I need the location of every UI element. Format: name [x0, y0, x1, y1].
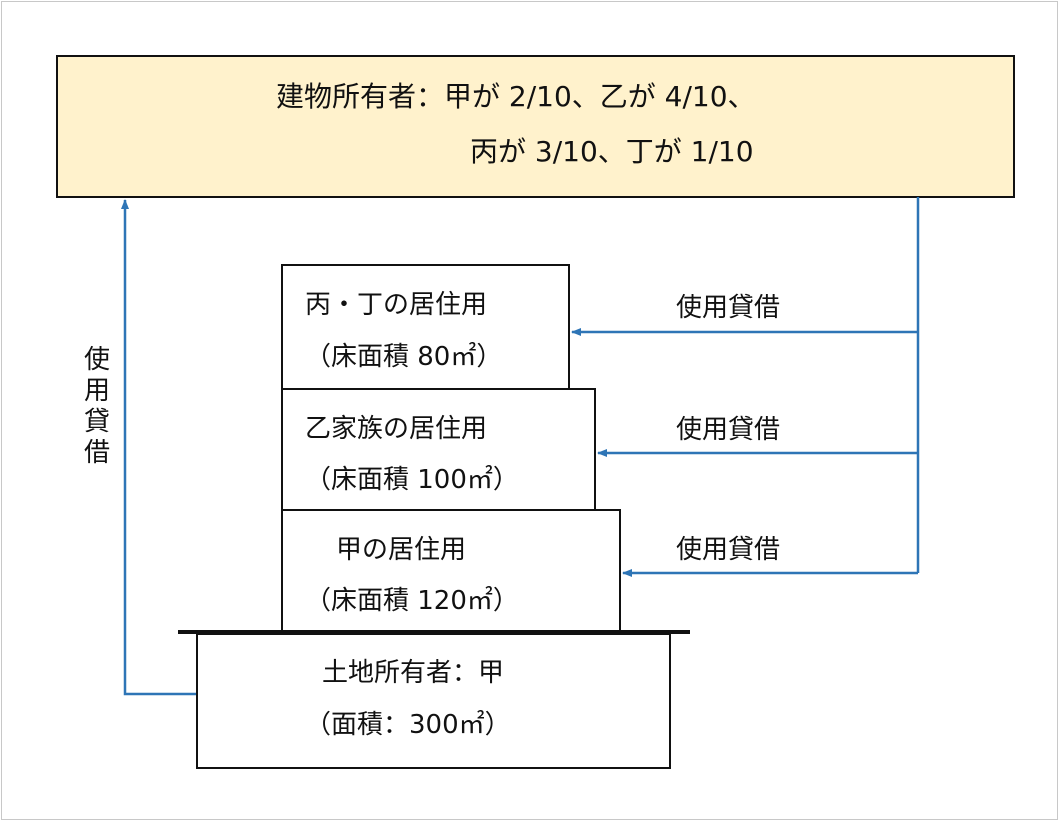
land-owner: 土地所有者：甲 [322, 658, 505, 688]
floor-title: 丙・丁の居住用 [305, 290, 488, 320]
building-owner-line2: 丙が 3/10、丁が 1/10 [470, 135, 754, 168]
floor-box-kou [281, 509, 621, 633]
floor-title: 乙家族の居住用 [305, 414, 488, 444]
floor-box-hei-tei [281, 264, 570, 390]
building-owner-box [56, 55, 1015, 198]
floor-area: （床面積 120㎡） [305, 586, 519, 616]
relation-label: 使用貸借 [676, 415, 781, 445]
building-owner-line1: 建物所有者：甲が 2/10、乙が 4/10、 [276, 80, 756, 113]
land-box [196, 633, 671, 769]
relation-label: 使用貸借 [676, 293, 781, 323]
land-relation-label-vertical: 使用貸借 [83, 345, 110, 468]
arrow-land-to-building [121, 199, 196, 696]
floor-area: （床面積 100㎡） [305, 465, 519, 495]
relation-label: 使用貸借 [676, 535, 781, 565]
floor-area: （床面積 80㎡） [305, 342, 503, 372]
floor-box-otsu [281, 388, 596, 511]
land-area: （面積：300㎡） [305, 710, 511, 740]
floor-title: 甲の居住用 [336, 535, 467, 565]
